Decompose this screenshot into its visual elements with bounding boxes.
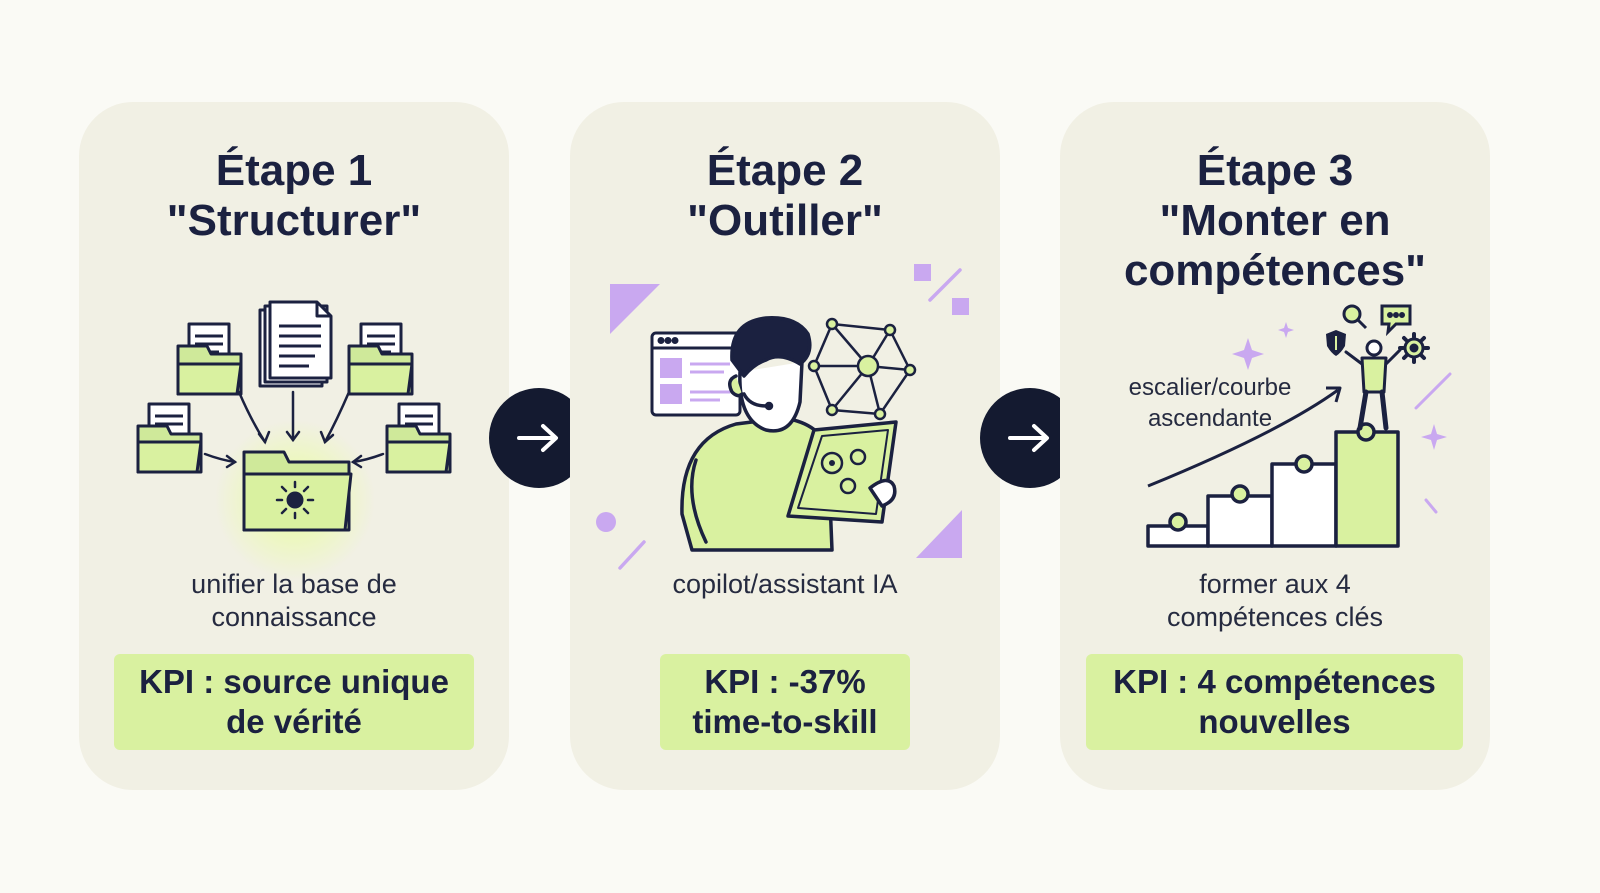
step-1-desc-line1: unifier la base de <box>191 569 397 599</box>
step-3-desc-line2: compétences clés <box>1166 602 1384 632</box>
step-2-kpi-line2: time-to-skill <box>692 703 878 740</box>
folder-icon <box>176 322 243 396</box>
step-2-name: "Outiller" <box>687 196 883 245</box>
assistant-illustration <box>596 264 969 570</box>
step-1-name: "Structurer" <box>166 196 422 245</box>
step-1-label: Étape 1 <box>215 146 373 195</box>
step-2-desc-line1: copilot/assistant IA <box>672 569 898 599</box>
step-3-description: former aux 4 compétences clés <box>1080 568 1470 634</box>
document-icon <box>258 300 333 388</box>
step-2-description: copilot/assistant IA <box>590 568 980 601</box>
folder-icon <box>347 322 414 396</box>
network-icon <box>807 317 917 421</box>
step-1-kpi-line2: de vérité <box>226 703 362 740</box>
annotation-line1: escalier/courbe <box>1129 374 1292 401</box>
person-juggling-icon <box>1344 339 1402 431</box>
step-3-kpi-line1: KPI : 4 compétences <box>1113 663 1436 700</box>
folders-merge-illustration <box>136 300 452 580</box>
step-3-desc-line1: former aux 4 <box>1199 569 1351 599</box>
step-3-kpi-line2: nouvelles <box>1198 703 1351 740</box>
growth-illustration: escalier/courbe ascendante <box>1129 304 1452 548</box>
merge-arrows <box>203 390 385 469</box>
step-card-3: Étape 3 "Monter en compétences" escalier… <box>1060 102 1490 790</box>
step-2-label: Étape 2 <box>706 146 864 195</box>
step-2-kpi-line1: KPI : -37% <box>704 663 866 700</box>
folder-icon <box>385 402 452 474</box>
step-2-kpi: KPI : -37% time-to-skill <box>660 654 910 750</box>
step-3-label: Étape 3 <box>1196 146 1354 195</box>
arrow-right-icon <box>517 424 558 452</box>
gear-icon <box>1398 332 1430 364</box>
step-1-description: unifier la base de connaissance <box>99 568 489 634</box>
step-1-desc-line2: connaissance <box>211 602 377 632</box>
sparkle-decorations <box>1232 322 1447 450</box>
sun-folder-icon <box>242 450 353 532</box>
magnifier-icon <box>1342 304 1368 330</box>
step-3-kpi: KPI : 4 compétences nouvelles <box>1086 654 1463 750</box>
step-3-name-line2: compétences" <box>1123 246 1427 295</box>
chat-icon <box>1380 304 1412 337</box>
step-2-title: Étape 2 "Outiller" <box>570 146 1000 246</box>
shield-icon <box>1326 330 1346 356</box>
step-card-2: Étape 2 "Outiller" <box>570 102 1000 790</box>
tablet-gears-icon <box>786 420 898 524</box>
step-1-kpi-line1: KPI : source unique <box>139 663 449 700</box>
folder-icon <box>136 402 203 474</box>
staircase-chart-icon <box>1146 386 1400 548</box>
browser-window-icon <box>650 331 742 417</box>
step-3-title: Étape 3 "Monter en compétences" <box>1060 146 1490 296</box>
annotation-line2: ascendante <box>1148 405 1272 432</box>
arrow-right-icon <box>1008 424 1049 452</box>
step-card-1: Étape 1 "Structurer" <box>79 102 509 790</box>
step-3-name-line1: "Monter en <box>1159 196 1391 245</box>
step-1-title: Étape 1 "Structurer" <box>79 146 509 246</box>
decorative-shapes <box>596 264 969 558</box>
step-1-kpi: KPI : source unique de vérité <box>114 654 474 750</box>
